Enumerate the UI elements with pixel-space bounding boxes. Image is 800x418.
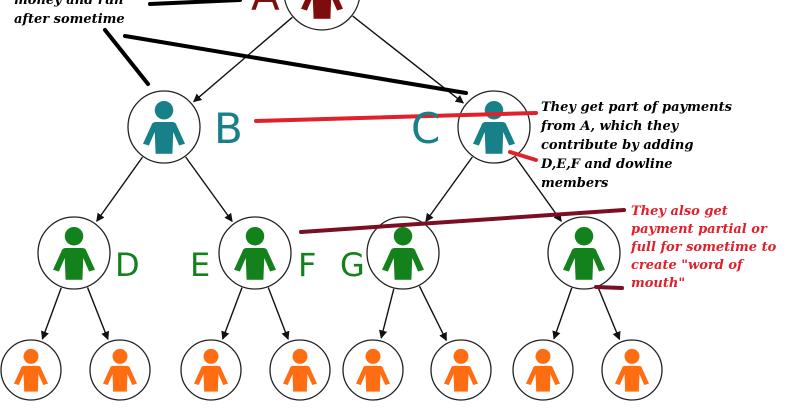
note-right-mid-line-1: They get part of payments: [541, 100, 733, 115]
note-right-low: They also get payment partial or full fo…: [630, 204, 777, 291]
node-letter-d: D: [115, 246, 140, 284]
note-right-low-line-4: create "word of: [631, 258, 745, 273]
edge-c-g: [425, 156, 473, 223]
note-right-low-line-1: They also get: [631, 204, 728, 219]
note-right-mid-line-4: D,E,F and dowline: [540, 157, 673, 172]
tree-nodes: [0, 0, 663, 401]
edge-to-leaf: [221, 287, 243, 340]
callout-line-node-to-note: [594, 285, 624, 290]
note-right-mid-line-5: members: [541, 176, 609, 191]
edge-b-d: [96, 156, 144, 222]
leaf-node: [0, 339, 62, 401]
note-right-low-line-3: full for sometime to: [630, 240, 777, 255]
leaf-node: [342, 339, 404, 401]
tree-edges: [41, 15, 621, 342]
note-top-left-line-1: money and run: [14, 0, 123, 8]
node-c: [457, 90, 531, 164]
callout-line-b-to-c: [254, 111, 538, 123]
node-letter-g: G: [340, 246, 365, 284]
node-d: [37, 216, 111, 290]
node-g: [366, 216, 440, 290]
note-top-left: money and run after sometime: [14, 0, 125, 27]
edge-c-unlabeled: [514, 156, 562, 222]
node-letter-a: A: [251, 0, 280, 20]
node-letter-e: E: [190, 246, 210, 284]
edge-to-leaf: [41, 287, 62, 340]
annotation-lines: [103, 0, 626, 290]
leaf-node: [512, 339, 574, 401]
note-right-mid: They get part of payments from A, which …: [540, 100, 733, 191]
note-right-low-line-5: mouth": [631, 276, 685, 291]
edge-to-leaf: [418, 285, 447, 342]
edge-to-leaf: [267, 287, 290, 340]
edge-to-leaf: [86, 287, 110, 341]
callout-line-a: [148, 0, 242, 6]
node-letter-b: B: [214, 104, 243, 153]
edge-to-leaf: [552, 287, 573, 340]
node-unlabeled: [547, 216, 621, 290]
note-top-left-line-2: after sometime: [14, 12, 125, 27]
leaf-node: [430, 339, 492, 401]
node-letter-c: C: [411, 104, 440, 153]
note-right-mid-line-3: contribute by adding: [541, 138, 693, 153]
leaf-node: [89, 339, 151, 401]
note-right-mid-line-2: from A, which they: [540, 119, 680, 134]
note-right-low-line-2: payment partial or: [631, 222, 768, 237]
edge-to-leaf: [597, 286, 621, 341]
node-e: [218, 216, 292, 290]
callout-line-to-b: [103, 28, 150, 86]
callout-line-f-to-note: [299, 208, 626, 234]
edge-b-e: [185, 156, 233, 223]
node-b: [127, 90, 201, 164]
edge-to-leaf: [379, 288, 395, 339]
node-a: [284, 0, 360, 31]
node-letter-f: F: [298, 246, 316, 284]
edge-a-b: [193, 16, 293, 103]
callout-line-to-c: [123, 34, 468, 95]
callout-line-c-to-note: [508, 150, 538, 162]
leaf-node: [180, 339, 242, 401]
leaf-node: [601, 339, 663, 401]
leaf-node: [269, 339, 331, 401]
